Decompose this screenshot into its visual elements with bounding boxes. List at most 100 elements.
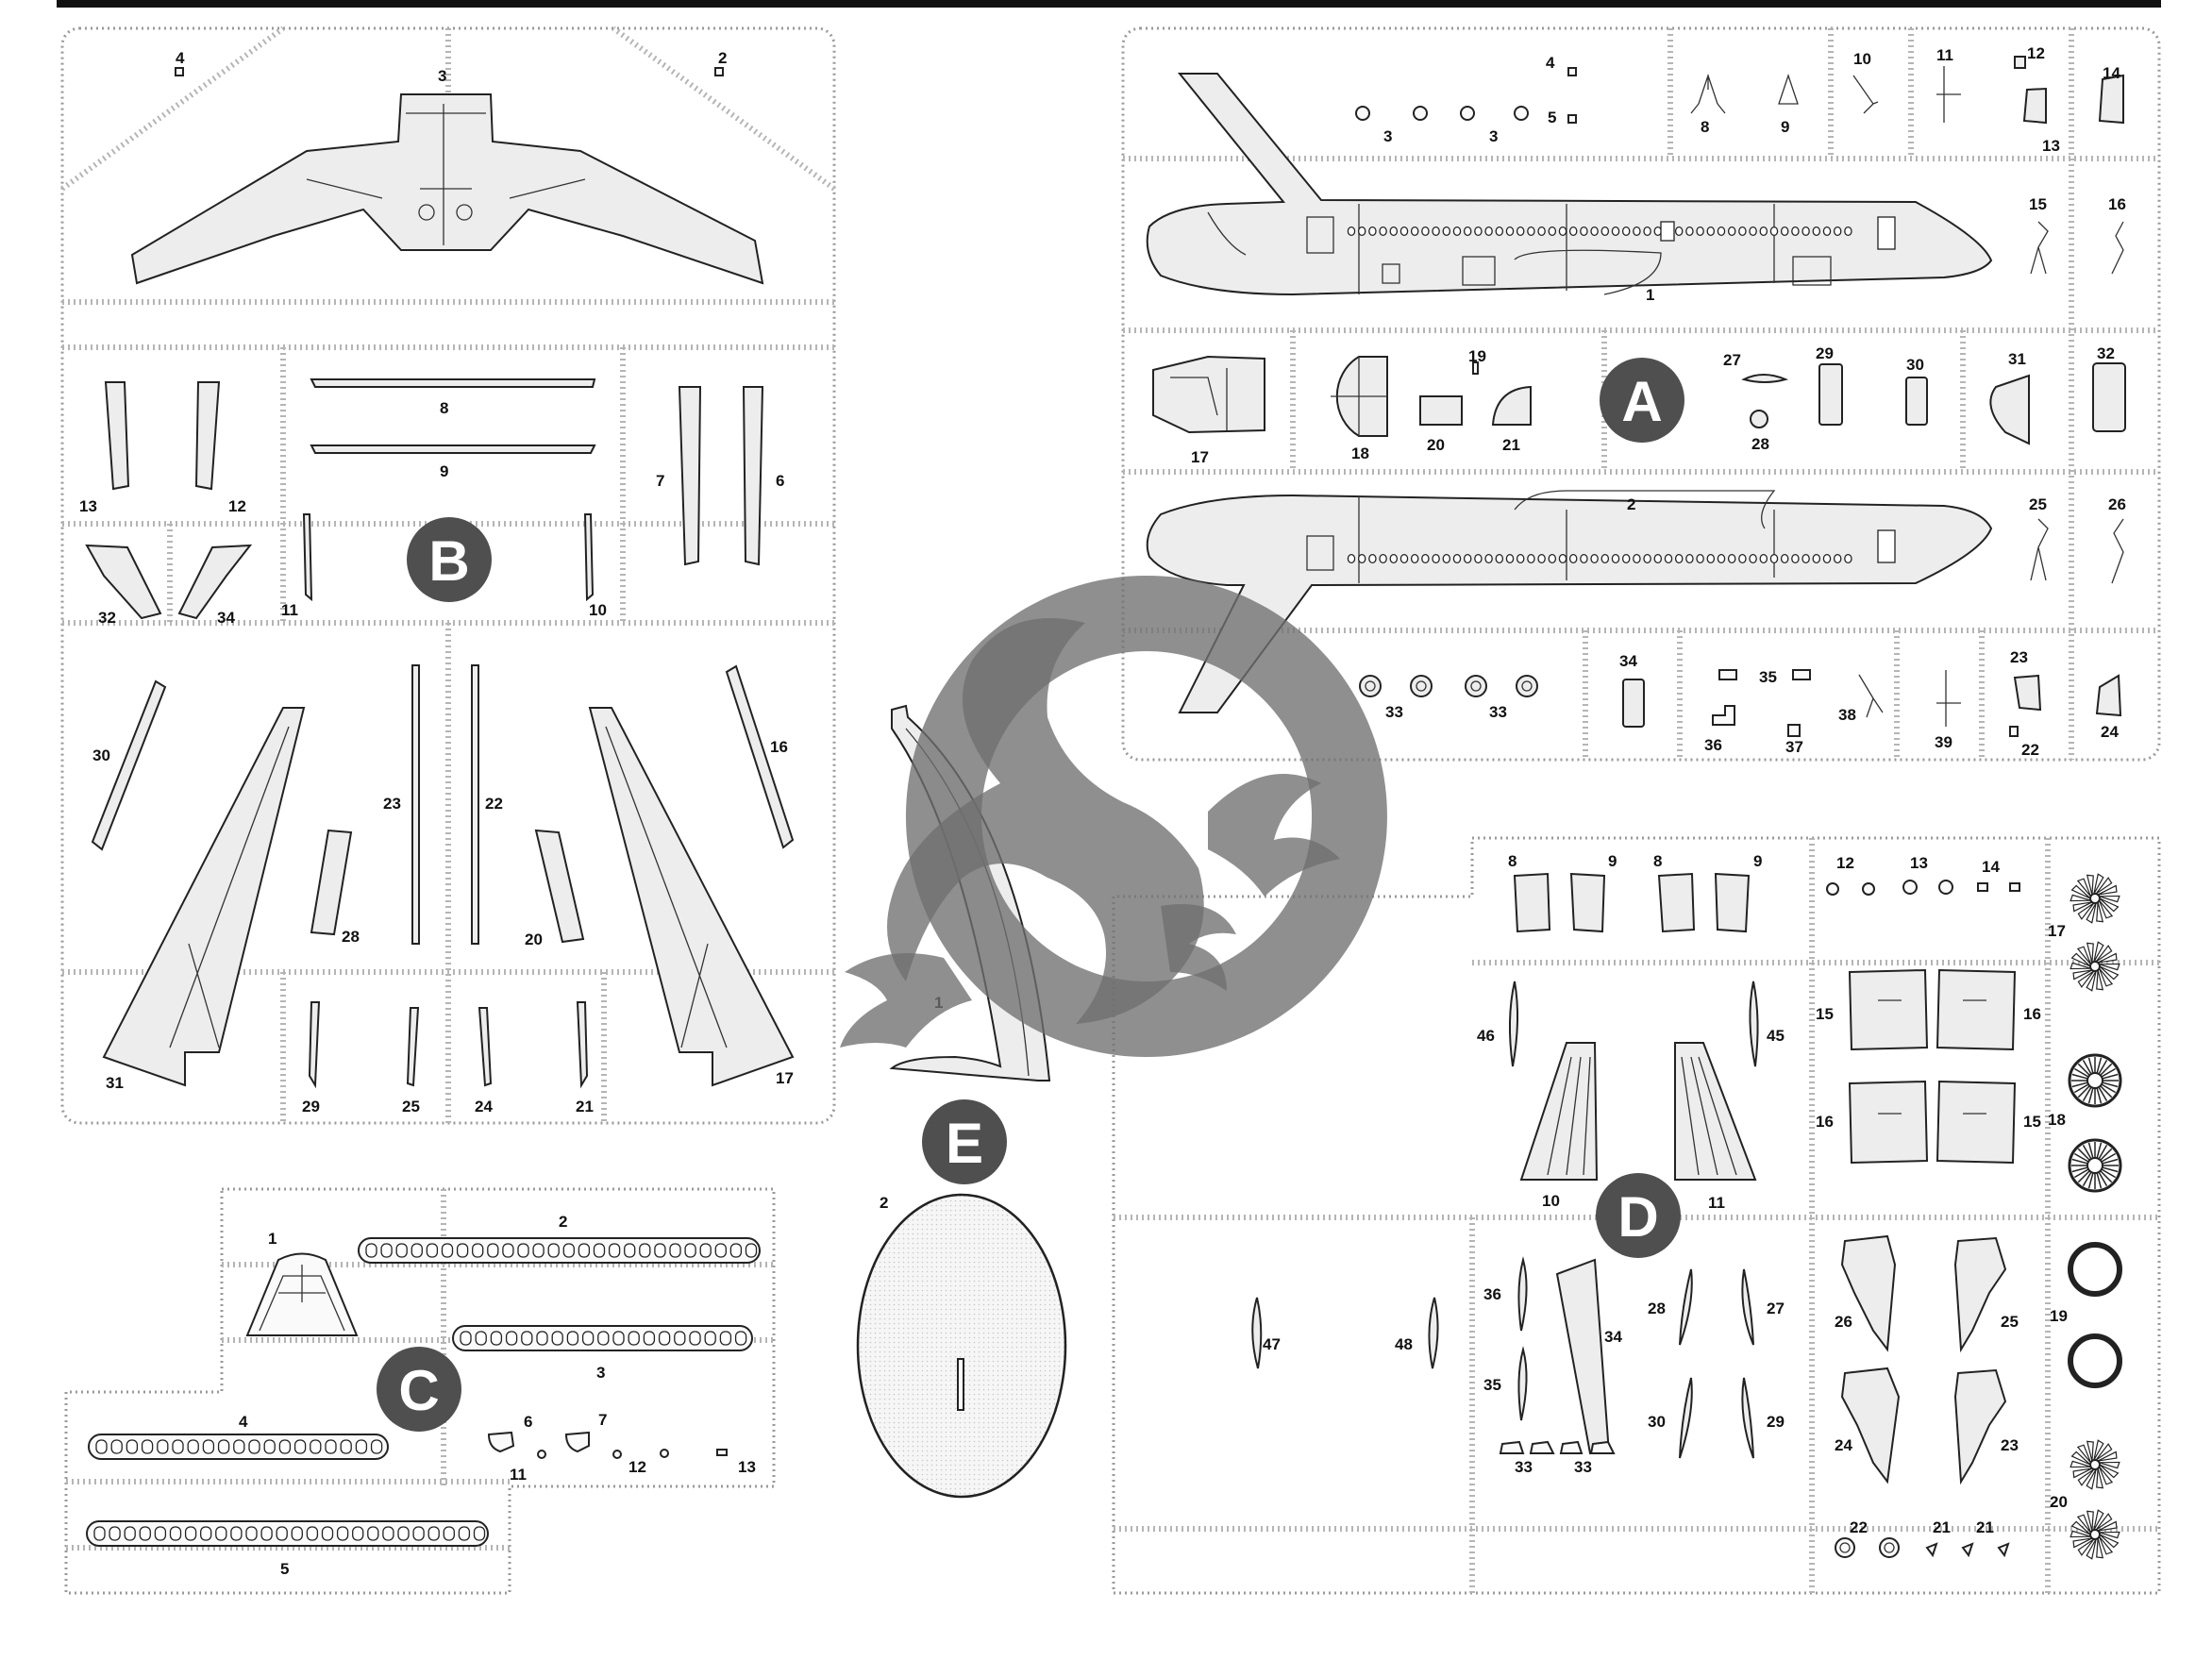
label-d-24: 24 (1835, 1436, 1852, 1454)
fan-part-d-20a (2070, 1439, 2120, 1490)
part-d-28 (1679, 1268, 1693, 1346)
fan-blade (2097, 952, 2118, 964)
wheel-spoke (2082, 1171, 2092, 1187)
window-hole (306, 1526, 319, 1541)
window-hole (1643, 226, 1651, 237)
label-a-36: 36 (1704, 736, 1722, 754)
window-hole (293, 1439, 307, 1454)
window-hole (1749, 226, 1757, 237)
wheel-spoke (2077, 1085, 2090, 1098)
label-a-3b: 3 (1489, 127, 1498, 145)
label-d-10: 10 (1542, 1192, 1560, 1210)
fan-blade (2077, 1468, 2095, 1486)
part-c-13 (716, 1449, 728, 1456)
window-hole (1357, 553, 1366, 564)
wheel-spoke (2098, 1171, 2108, 1187)
window-hole (1769, 553, 1779, 564)
wheel-spoke (2100, 1148, 2113, 1161)
label-b-21: 21 (576, 1098, 594, 1115)
part-b-30 (91, 679, 167, 851)
label-d-22: 22 (1850, 1518, 1868, 1536)
wheel-spoke (2100, 1170, 2113, 1183)
part-b-4 (175, 67, 184, 76)
wheel-spoke (2077, 1148, 2090, 1161)
label-d-17: 17 (2048, 922, 2066, 940)
window-hole (1822, 553, 1832, 564)
window-hole (1833, 226, 1842, 237)
part-d-27 (1741, 1268, 1754, 1346)
label-a-29: 29 (1816, 344, 1834, 362)
part-d-8a (1513, 872, 1551, 933)
fan-blade (2086, 902, 2097, 924)
sprue-a: A (1121, 26, 2161, 762)
window-hole (597, 1331, 610, 1346)
label-c-2: 2 (559, 1213, 567, 1231)
fan-blade (2070, 962, 2091, 970)
part-d-16a (1936, 968, 2017, 1051)
label-d-33b: 33 (1574, 1458, 1592, 1476)
window-hole (669, 1243, 681, 1258)
window-hole (562, 1243, 575, 1258)
label-d-13: 13 (1910, 854, 1928, 872)
fan-blade (2070, 1520, 2091, 1535)
window-hole (1801, 553, 1810, 564)
watermark-dragon-wing (1208, 774, 1340, 897)
label-d-36: 36 (1483, 1285, 1501, 1303)
window-hole (674, 1331, 686, 1346)
part-d-30 (1679, 1377, 1693, 1459)
label-a-20: 20 (1427, 436, 1445, 454)
window-hole (1611, 226, 1620, 237)
window-hole (1527, 553, 1535, 564)
window-hole (110, 1439, 123, 1454)
label-b-24: 24 (475, 1098, 493, 1115)
window-hole (1580, 553, 1588, 564)
window-hole (456, 1243, 469, 1258)
label-b-10: 10 (589, 601, 607, 619)
sprue-d-badge (1596, 1173, 1681, 1258)
fan-blade (2098, 967, 2114, 987)
wheel-spoke (2087, 1142, 2094, 1159)
window-hole (276, 1526, 288, 1541)
window-hole (1780, 553, 1789, 564)
part-d-29 (1741, 1377, 1754, 1459)
label-d-8a: 8 (1508, 852, 1517, 870)
fan-blade (2098, 899, 2114, 919)
window-hole (658, 1331, 671, 1346)
label-d-9a: 9 (1608, 852, 1617, 870)
window-hole (1410, 553, 1419, 564)
fan-blade (2070, 952, 2091, 967)
label-a-38: 38 (1838, 706, 1856, 724)
label-b-8: 8 (440, 399, 448, 417)
fan-blade (2070, 884, 2091, 899)
wheel-spoke (2077, 1063, 2090, 1076)
sprue-d: D (1112, 836, 2161, 1595)
watermark-dragon-head (840, 953, 972, 1048)
window-hole (612, 1331, 625, 1346)
part-b-11 (302, 513, 313, 602)
part-d-8b (1657, 872, 1696, 933)
part-d-15a (1848, 968, 1929, 1051)
window-hole (1738, 553, 1747, 564)
window-hole (1812, 226, 1821, 237)
fan-blade (2070, 1460, 2091, 1468)
sprue-a-frame (1121, 26, 2161, 762)
label-b-28: 28 (342, 928, 360, 946)
part-d-47 (1251, 1297, 1263, 1369)
label-a-1: 1 (1646, 286, 1654, 304)
window-hole (1664, 553, 1673, 564)
window-hole (1516, 226, 1525, 237)
fan-blade (2086, 970, 2097, 992)
fan-blade (2072, 1467, 2093, 1479)
window-hole (395, 1243, 408, 1258)
fan-blade (2099, 963, 2120, 971)
window-hole (1463, 226, 1472, 237)
fan-blade (2099, 965, 2120, 981)
window-hole (1484, 226, 1493, 237)
window-hole (1442, 226, 1451, 237)
window-hole (1505, 553, 1515, 564)
window-hole (278, 1439, 292, 1454)
window-hole (1759, 226, 1768, 237)
part-c-12b (660, 1449, 669, 1458)
window-hole (1357, 226, 1366, 237)
part-d-36 (1517, 1256, 1528, 1332)
